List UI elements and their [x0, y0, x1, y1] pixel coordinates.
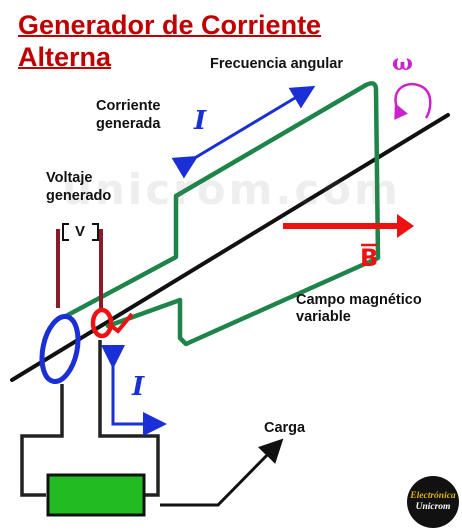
label-variable: variable — [296, 309, 351, 325]
logo-line1: Electrónica — [410, 491, 456, 501]
carga-pointer — [160, 438, 284, 507]
current-symbol-coil: I — [194, 106, 207, 136]
watermark: unicrom.com — [62, 165, 401, 214]
coil-current-arrow — [171, 85, 316, 179]
label-generado: generado — [46, 188, 112, 204]
magnetic-field-arrowhead — [397, 214, 414, 238]
rotation-arrow — [394, 82, 432, 120]
voltmeter-bracket-right — [92, 223, 99, 241]
slip-ring-red — [90, 307, 114, 339]
output-current-arrow — [101, 345, 167, 436]
unicrom-logo: Electrónica Unicrom — [407, 476, 459, 528]
label-voltaje: Voltaje — [46, 170, 93, 186]
label-corriente: Corriente — [96, 98, 161, 114]
load-wire-left — [20, 384, 64, 497]
current-symbol-output: I — [132, 372, 145, 402]
page-title-line2: Alterna — [18, 42, 112, 72]
voltmeter-bracket-left — [62, 223, 69, 241]
voltmeter-symbol: V — [75, 223, 86, 240]
logo-line2: Unicrom — [415, 502, 451, 512]
slip-ring-red-lead — [108, 312, 134, 334]
slip-ring-blue — [39, 314, 81, 384]
label-carga: Carga — [264, 420, 306, 436]
load-resistor — [46, 473, 146, 517]
label-generada: generada — [96, 116, 161, 132]
field-symbol: B — [360, 244, 379, 272]
label-frecuencia-angular: Frecuencia angular — [210, 56, 343, 72]
load-wire-right — [98, 340, 160, 497]
label-campo-magnetico: Campo magnético — [296, 292, 422, 308]
page-title: Generador de Corriente — [18, 10, 322, 40]
omega-symbol: ω — [392, 50, 413, 76]
coil-loop — [63, 81, 381, 347]
